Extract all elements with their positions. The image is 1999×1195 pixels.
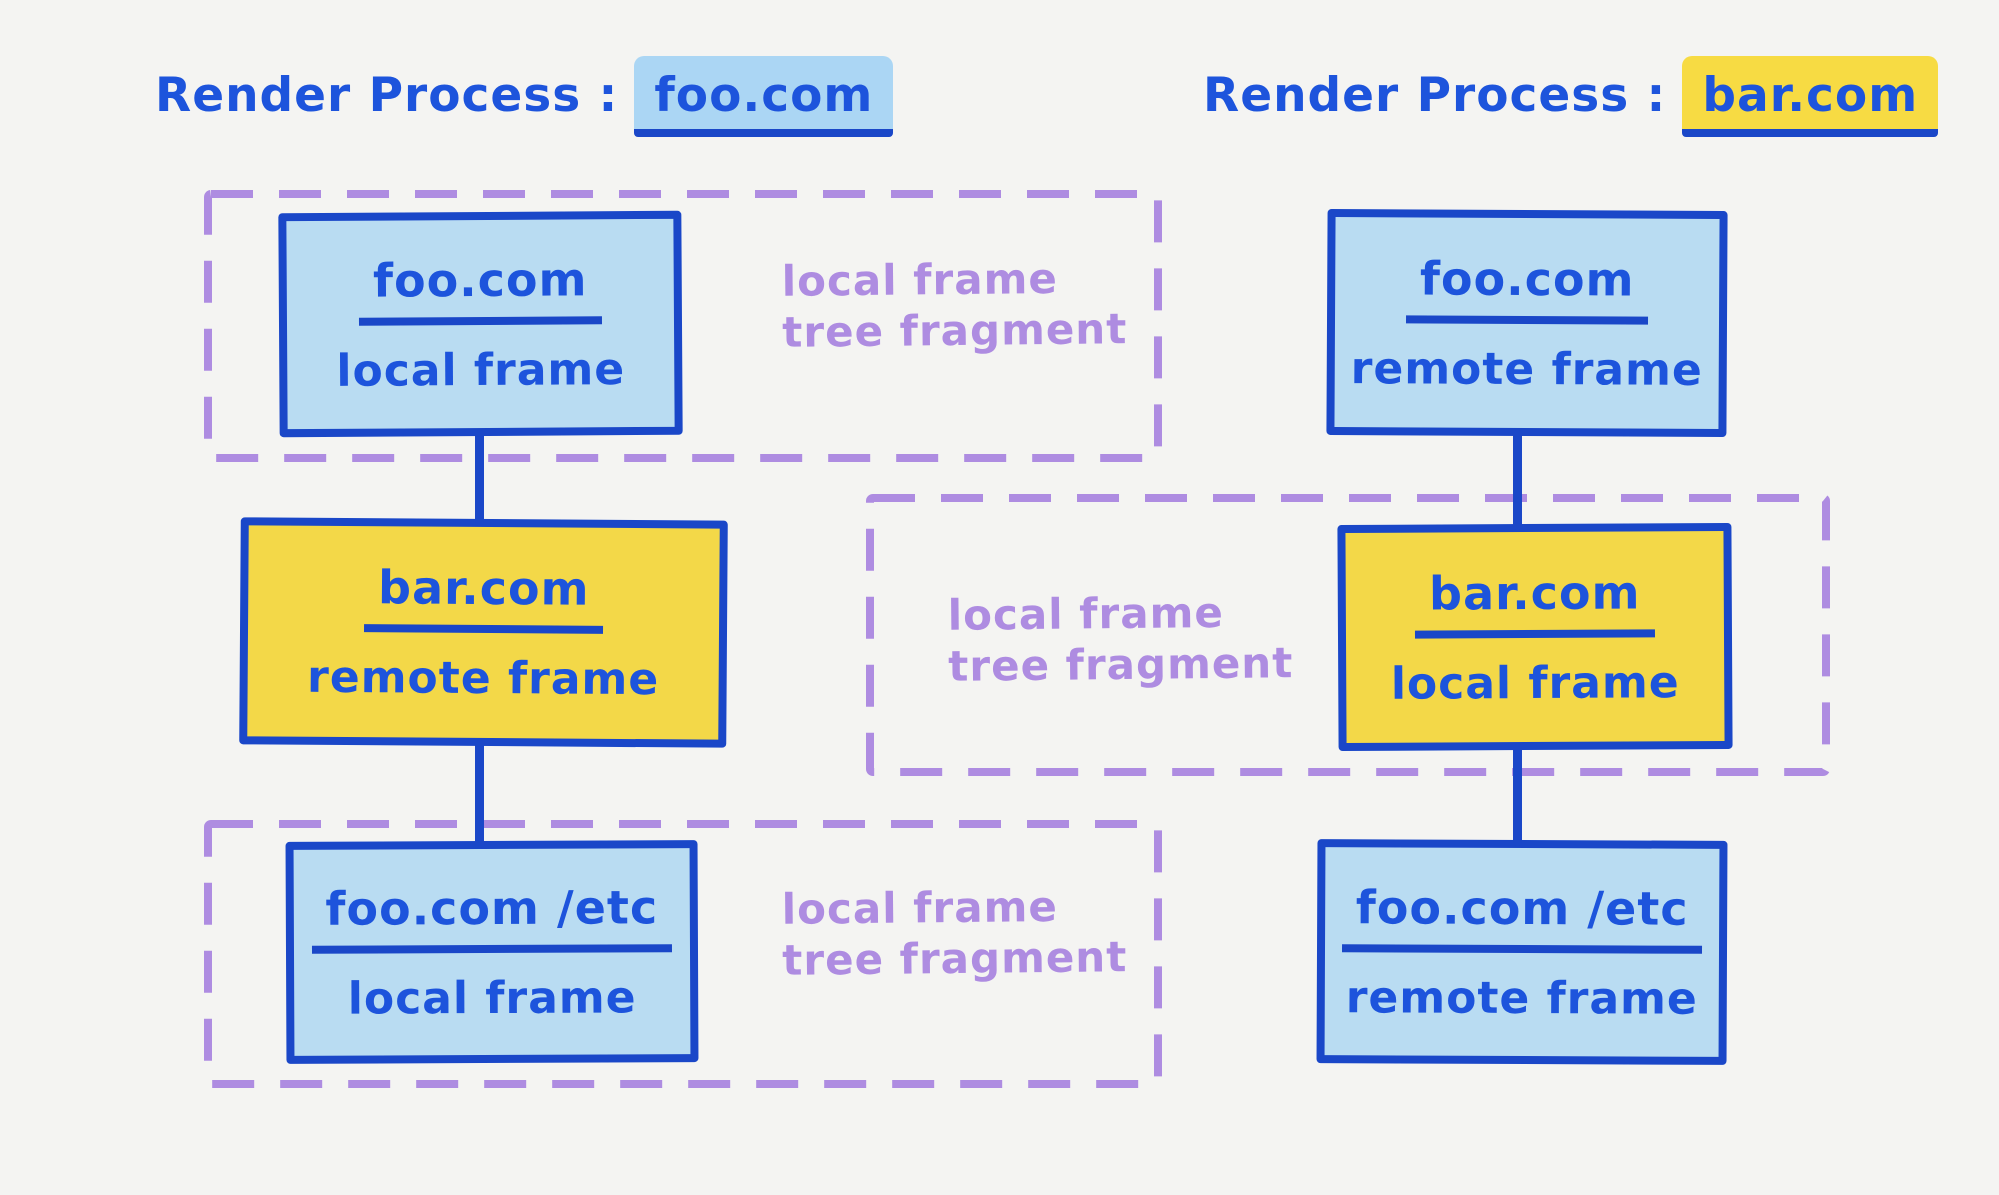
frame-node-domain: bar.com <box>363 560 604 634</box>
render-process-title-foo: Render Process : foo.com <box>155 56 894 137</box>
frame-node-domain: foo.com /etc <box>1341 879 1703 954</box>
frame-tree-fragment-outline-right <box>866 494 1830 776</box>
fragment-label-left-bottom: local frame tree fragment <box>781 880 1127 986</box>
fragment-label-line: local frame <box>781 881 1059 934</box>
render-process-domain-highlight: foo.com <box>634 56 894 137</box>
frame-tree-fragment-outline-left-bottom <box>204 820 1162 1088</box>
frame-node-type: remote frame <box>306 651 660 706</box>
frame-connector-line <box>1513 430 1522 530</box>
frame-node-bar-remote: bar.com remote frame <box>239 517 728 748</box>
frame-node-foo-remote: foo.com remote frame <box>1326 208 1728 438</box>
fragment-label-line: tree fragment <box>782 932 1128 986</box>
render-process-title-prefix: Render Process : <box>1203 68 1667 123</box>
fragment-label-line: tree fragment <box>948 638 1294 692</box>
dashed-border <box>204 820 1162 1088</box>
frame-connector-line <box>475 740 484 848</box>
frame-node-type: local frame <box>1390 656 1680 710</box>
frame-node-type: local frame <box>336 343 626 397</box>
frame-node-domain: foo.com /etc <box>311 879 673 954</box>
frame-node-type: remote frame <box>1350 342 1703 396</box>
fragment-label-line: tree fragment <box>782 304 1128 358</box>
frame-node-domain: foo.com <box>358 251 602 326</box>
frame-node-fooetc-local: foo.com /etc local frame <box>285 840 699 1064</box>
fragment-label-line: local frame <box>947 587 1225 640</box>
frame-node-type: local frame <box>347 971 637 1025</box>
frame-node-type: remote frame <box>1345 971 1698 1025</box>
frame-node-fooetc-remote: foo.com /etc remote frame <box>1316 839 1728 1065</box>
frame-node-bar-local: bar.com local frame <box>1337 522 1733 752</box>
render-process-domain-highlight: bar.com <box>1682 56 1939 137</box>
fragment-label-right: local frame tree fragment <box>947 586 1293 692</box>
frame-node-domain: bar.com <box>1414 564 1655 639</box>
frame-connector-line <box>1513 744 1522 846</box>
frame-node-foo-local: foo.com local frame <box>278 210 683 438</box>
frame-connector-line <box>475 430 484 526</box>
frame-node-domain: foo.com <box>1405 250 1649 325</box>
dashed-border <box>866 494 1830 776</box>
render-process-title-prefix: Render Process : <box>155 68 619 123</box>
fragment-label-left-top: local frame tree fragment <box>781 252 1127 358</box>
render-process-title-bar: Render Process : bar.com <box>1203 56 1939 137</box>
fragment-label-line: local frame <box>781 253 1059 306</box>
